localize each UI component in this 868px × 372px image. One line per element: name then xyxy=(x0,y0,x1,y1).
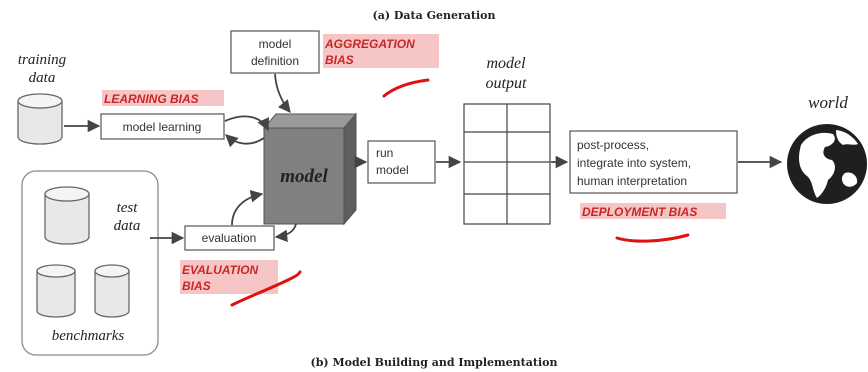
svg-text:run: run xyxy=(376,146,393,160)
aggregation-bias-highlight xyxy=(323,34,439,68)
svg-text:data: data xyxy=(29,70,56,86)
pen-mark-aggregation xyxy=(382,78,430,98)
svg-text:BIAS: BIAS xyxy=(325,53,354,67)
benchmark-cylinder-icon-left xyxy=(36,264,76,318)
svg-text:output: output xyxy=(486,75,527,92)
world-label: world xyxy=(808,93,848,112)
learning-bias-label: LEARNING BIAS xyxy=(104,92,199,106)
evaluation-box xyxy=(184,225,275,251)
post-process-label: post-process, integrate into system, hum… xyxy=(577,138,691,188)
model-output-grid xyxy=(463,103,551,225)
benchmark-cylinder-icon-right xyxy=(94,264,130,318)
arrow-evaluation-to-model xyxy=(231,190,264,226)
svg-text:EVALUATION: EVALUATION xyxy=(182,263,259,277)
run-model-box xyxy=(367,140,436,184)
svg-text:integrate into system,: integrate into system, xyxy=(577,156,691,170)
title-data-generation: (a) Data Generation xyxy=(373,9,496,22)
deployment-bias-label: DEPLOYMENT BIAS xyxy=(582,205,697,219)
deployment-bias-highlight xyxy=(580,203,726,219)
arrow-model-to-evaluation xyxy=(274,223,297,243)
title-model-building: (b) Model Building and Implementation xyxy=(311,356,558,369)
evaluation-bias-label: EVALUATION BIAS xyxy=(182,263,259,293)
model-definition-label: model definition xyxy=(251,37,299,68)
post-process-box xyxy=(569,130,738,194)
svg-text:training: training xyxy=(18,52,67,68)
svg-text:model: model xyxy=(259,37,292,51)
run-model-label: run model xyxy=(376,146,409,177)
svg-text:model: model xyxy=(376,163,409,177)
model-definition-box xyxy=(230,30,320,74)
arrow-definition-to-model xyxy=(274,73,291,113)
svg-text:definition: definition xyxy=(251,54,299,68)
model-learning-box xyxy=(100,113,225,140)
benchmarks-label: benchmarks xyxy=(52,328,125,344)
test-data-label: test data xyxy=(114,200,141,234)
model-learning-label: model learning xyxy=(123,120,202,134)
pen-mark-deployment xyxy=(615,233,690,243)
svg-text:BIAS: BIAS xyxy=(182,279,211,293)
training-data-cylinder-icon xyxy=(17,93,63,145)
svg-text:post-process,: post-process, xyxy=(577,138,649,152)
evaluation-bias-highlight xyxy=(180,260,278,294)
svg-text:human interpretation: human interpretation xyxy=(577,174,687,188)
test-data-cylinder-icon xyxy=(44,186,90,245)
svg-text:test: test xyxy=(117,200,139,216)
training-data-label: training data xyxy=(18,52,67,86)
arrow-model-to-learning xyxy=(225,134,265,148)
svg-text:model: model xyxy=(486,55,526,72)
svg-text:AGGREGATION: AGGREGATION xyxy=(324,37,415,51)
arrow-learning-to-model xyxy=(224,115,269,132)
model-label: model xyxy=(280,166,328,187)
evaluation-label: evaluation xyxy=(202,231,257,245)
model-output-label: model output xyxy=(486,55,527,92)
globe-icon xyxy=(787,124,867,204)
svg-text:data: data xyxy=(114,218,141,234)
pen-mark-evaluation xyxy=(230,270,302,307)
aggregation-bias-label: AGGREGATION BIAS xyxy=(324,37,415,67)
learning-bias-highlight xyxy=(102,90,224,106)
flow-arrows xyxy=(64,73,783,245)
model-cube xyxy=(262,112,358,226)
